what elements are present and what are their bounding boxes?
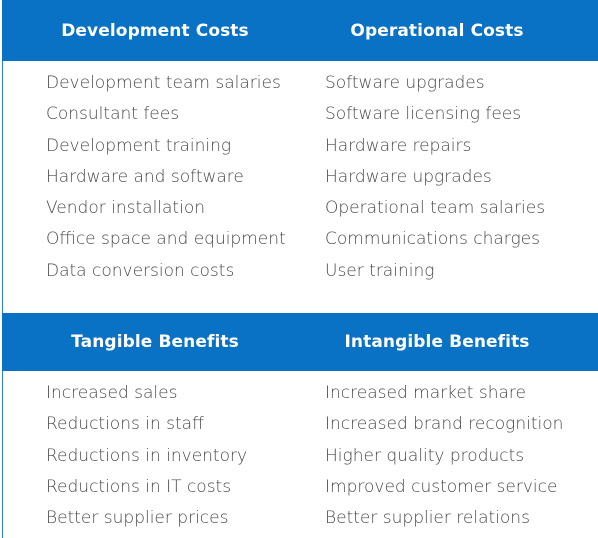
operational-costs-list: Software upgrades Software licensing fee…: [325, 68, 545, 287]
list-item: Software upgrades: [325, 73, 485, 93]
list-item: Increased brand recognition: [325, 414, 564, 435]
tangible-benefits-list: Increased sales Reductions in staff Redu…: [46, 378, 247, 534]
list-item: Higher quality products: [325, 445, 525, 466]
list-item: Improved customer service: [325, 476, 558, 497]
list-item: Reductions in inventory: [46, 445, 248, 466]
list-item: Reductions in IT costs: [46, 476, 232, 497]
list-item: Operational team salaries: [325, 198, 546, 219]
costs-header-bar: Development Costs Operational Costs: [2, 0, 598, 61]
intangible-benefits-header: Intangible Benefits: [344, 332, 530, 352]
development-costs-header: Development Costs: [61, 20, 249, 41]
benefits-table: Tangible Benefits Intangible Benefits In…: [2, 313, 598, 538]
list-item: Development team salaries: [46, 73, 281, 93]
list-item: Better supplier prices: [46, 508, 229, 529]
list-item: Data conversion costs: [46, 260, 235, 281]
tangible-benefits-header: Tangible Benefits: [71, 332, 239, 352]
operational-costs-header: Operational Costs: [350, 20, 524, 41]
list-item: Reductions in staff: [46, 414, 204, 435]
list-item: Hardware repairs: [325, 135, 472, 156]
list-item: Communications charges: [325, 229, 540, 250]
list-item: Better supplier relations: [325, 508, 530, 529]
list-item: User training: [325, 260, 435, 281]
list-item: Vendor installation: [46, 198, 205, 219]
list-item: Software licensing fees: [325, 104, 522, 125]
list-item: Hardware and software: [46, 166, 244, 187]
list-item: Development training: [46, 135, 232, 156]
costs-table: Development Costs Operational Costs Deve…: [2, 0, 598, 316]
list-item: Increased sales: [46, 383, 178, 403]
list-item: Hardware upgrades: [325, 166, 492, 187]
list-item: Office space and equipment: [46, 229, 286, 250]
development-costs-list: Development team salaries Consultant fee…: [46, 68, 286, 287]
benefits-header-bar: Tangible Benefits Intangible Benefits: [2, 313, 598, 371]
list-item: Increased market share: [325, 383, 526, 403]
list-item: Consultant fees: [46, 104, 180, 125]
intangible-benefits-list: Increased market share Increased brand r…: [325, 378, 563, 534]
